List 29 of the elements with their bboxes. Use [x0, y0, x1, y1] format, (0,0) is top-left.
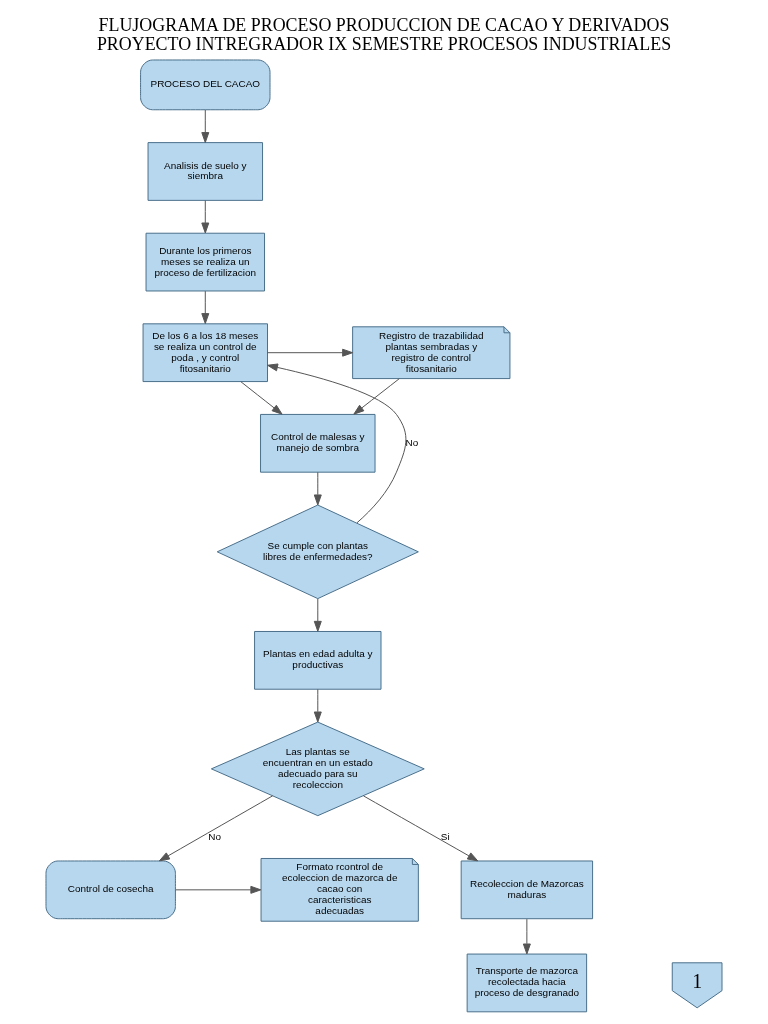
arrow — [362, 795, 479, 862]
arrow — [175, 885, 262, 894]
diagram-title: FLUJOGRAMA DE PROCESO PRODUCCION DE CACAO Y DERIVADOS PROYECTO INTREGRADOR IX SEMESTRE PROCESOS INDUSTRIALES — [96, 14, 672, 55]
edge-label: No — [208, 830, 222, 842]
node-box: Transporte de mazorca recolectada hacia proceso de desgranado — [466, 953, 588, 1013]
edge-label: No — [405, 436, 419, 448]
node-box: Recoleccion de Mazorcas maduras — [460, 860, 594, 920]
node-box: Control de cosecha — [45, 860, 176, 920]
arrow — [522, 918, 531, 955]
edge-label: Si — [440, 830, 450, 842]
node-box: PROCESO DEL CACAO — [140, 59, 271, 111]
arrow — [313, 598, 322, 632]
node-box: De los 6 a los 18 meses se realiza un control de poda , y control fitosanitario — [142, 323, 268, 383]
arrow — [353, 378, 400, 415]
arrow — [313, 688, 322, 723]
arrow — [158, 795, 274, 862]
arrow — [201, 109, 210, 143]
arrow — [267, 348, 354, 357]
node-diamond: Las plantas se encuentran en un estado adecuado para su recoleccion — [210, 721, 425, 817]
node-box: Control de malesas y manejo de sombra — [260, 413, 376, 473]
arrow — [240, 381, 283, 415]
node-box: Plantas en edad adulta y productivas — [254, 631, 382, 690]
arrow — [201, 200, 210, 234]
node-box: Analisis de suelo y siembra — [147, 142, 264, 201]
node-diamond: Se cumple con plantas libres de enfermedades? — [216, 504, 419, 600]
node-box: Durante los primeros meses se realiza un proceso de fertilizacion — [145, 232, 265, 292]
arrow — [313, 471, 322, 506]
arrow — [267, 363, 407, 524]
arrow — [201, 290, 210, 325]
